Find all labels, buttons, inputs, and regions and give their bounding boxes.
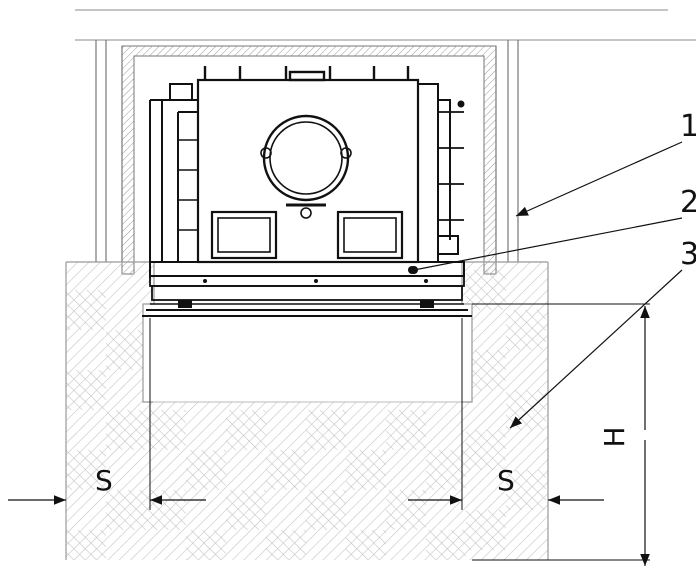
ceiling-lines xyxy=(75,9,696,41)
masonry-base xyxy=(65,261,549,560)
dimension-label-s-left: S xyxy=(95,464,113,497)
enclosure-walls xyxy=(95,40,519,262)
callout-label-1: 1 xyxy=(680,109,696,144)
dimension-label-s-right: S xyxy=(497,464,515,497)
callout-dot-2 xyxy=(410,266,418,274)
callout-label-2: 2 xyxy=(680,185,696,220)
fireplace-insert xyxy=(142,66,472,317)
callout-label-3: 3 xyxy=(680,237,696,272)
callout-leaders xyxy=(413,141,683,429)
dimension-label-h: H xyxy=(598,426,631,447)
extension-lines xyxy=(149,303,650,561)
